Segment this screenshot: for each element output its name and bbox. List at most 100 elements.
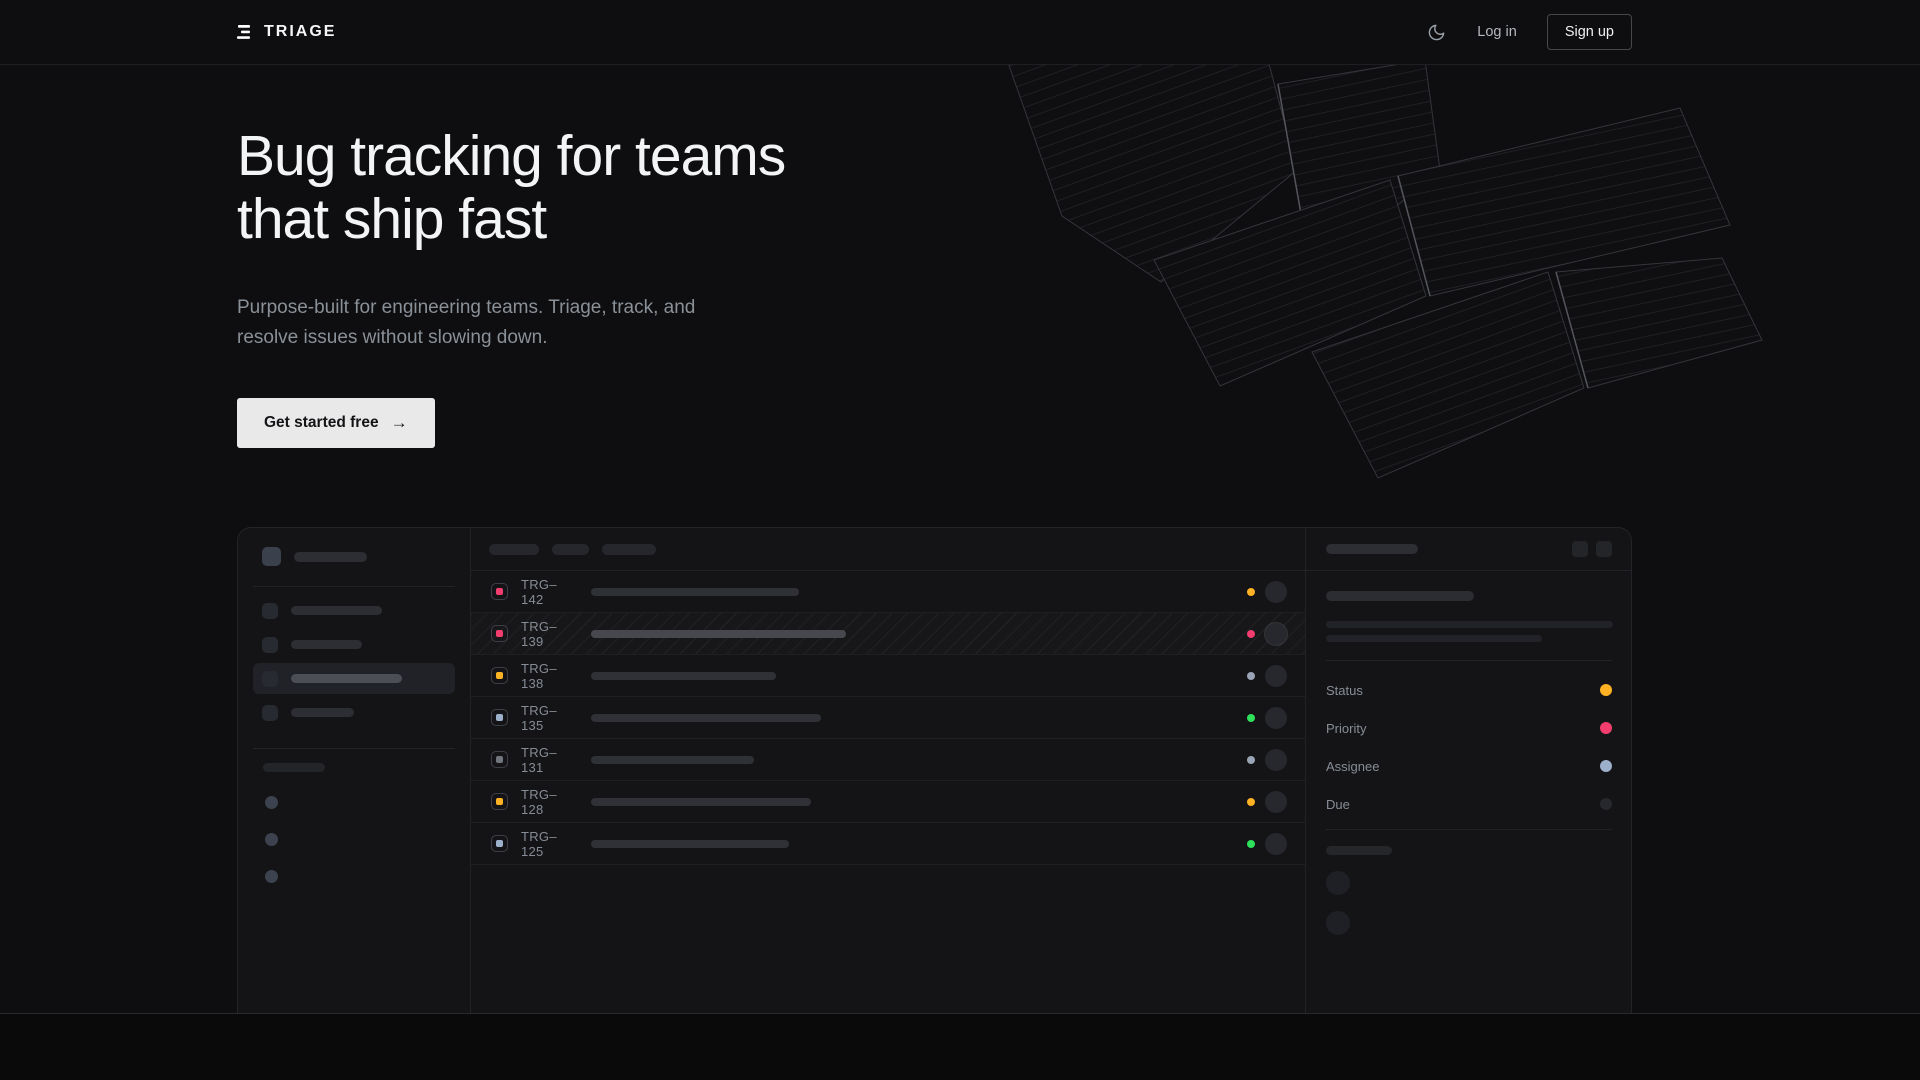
field-value-dot [1600,760,1612,772]
footer-section [0,1013,1920,1080]
issue-id: TRG–125 [521,828,557,859]
issue-id: TRG–138 [521,660,557,691]
assignee-avatar [1265,832,1287,855]
detail-title-skeleton [1326,591,1474,601]
issue-row: TRG–135 [471,697,1305,739]
issue-row: TRG–138 [471,655,1305,697]
sidebar-item-skeleton [253,595,455,626]
hero-subtitle: Purpose-built for engineering teams. Tri… [237,297,696,348]
login-link[interactable]: Log in [1477,24,1517,40]
issue-title-skeleton [591,839,789,848]
divider [1326,660,1612,661]
detail-action-icon [1596,541,1612,557]
detail-description-skeleton [1326,635,1542,642]
detail-description-skeleton [1326,621,1613,628]
detail-field-row: Status [1326,671,1612,709]
issue-row: TRG–128 [471,781,1305,823]
issue-type-icon [491,835,508,852]
activity-label-skeleton [1326,846,1392,855]
top-nav: TRIAGE Log in Sign up [0,0,1920,65]
issue-id: TRG–128 [521,786,557,817]
issue-title-skeleton [591,629,846,638]
field-value-dot [1600,798,1612,810]
status-dot [1247,713,1255,722]
issue-title-skeleton [591,713,821,722]
status-dot [1247,755,1255,764]
brand-logo: TRIAGE [237,23,336,41]
workspace-icon [262,547,281,566]
detail-action-icon [1572,541,1588,557]
brand-name: TRIAGE [264,23,337,40]
arrow-right-icon: → [390,413,408,432]
detail-fields: Status Priority Assignee Due [1326,671,1612,823]
field-label: Priority [1326,720,1367,736]
filter-pill-skeleton [552,543,589,555]
issue-title-skeleton [591,797,811,806]
assignee-avatar [1265,622,1287,645]
issue-title-skeleton [591,587,799,596]
issue-id: TRG–139 [521,618,557,649]
issue-row: TRG–125 [471,823,1305,865]
issue-row: TRG–131 [471,739,1305,781]
issue-detail-panel: Status Priority Assignee Due [1306,528,1631,1013]
sidebar-nav-skeleton [238,595,470,728]
status-dot [1247,629,1255,638]
issue-id: TRG–131 [521,744,557,775]
divider [253,586,455,587]
detail-breadcrumb-skeleton [1326,544,1418,554]
issue-row: TRG–142 [471,571,1305,613]
nav-icon [262,704,278,721]
preview-sidebar [238,528,471,1013]
section-label-skeleton [263,763,325,772]
get-started-button[interactable]: Get started free → [237,398,435,448]
comment-avatar-skeleton [1326,911,1350,935]
divider [253,748,455,749]
signup-button[interactable]: Sign up [1546,14,1632,50]
sidebar-item-skeleton [253,629,455,660]
status-dot [1247,671,1255,680]
workspace-name-skeleton [294,551,367,562]
issue-title-skeleton [591,755,754,764]
issue-rows: TRG–142 TRG–139 TRG–138 TRG–1 [471,571,1305,865]
issue-type-icon [491,667,508,684]
issue-type-icon [491,625,508,642]
theme-toggle-button[interactable] [1427,22,1447,42]
assignee-avatar [1265,790,1287,813]
detail-field-row: Priority [1326,709,1612,747]
sidebar-item-skeleton [253,697,455,728]
assignee-avatar [1265,664,1287,687]
detail-field-row: Due [1326,785,1612,823]
status-dot [1247,797,1255,806]
moon-icon [1428,24,1445,40]
member-dot [265,796,278,809]
filter-pill-skeleton [489,543,539,555]
status-dot [1247,587,1255,596]
issue-list-panel: TRG–142 TRG–139 TRG–138 TRG–1 [471,528,1306,1013]
field-value-dot [1600,722,1612,734]
divider [1326,829,1612,830]
filter-pill-skeleton [602,543,656,555]
issue-type-icon [491,709,508,726]
issue-id: TRG–135 [521,702,557,733]
nav-icon [262,602,278,619]
issue-type-icon [491,793,508,810]
field-label: Assignee [1326,758,1380,774]
status-dot [1247,839,1255,848]
list-filter-bar [471,528,1305,571]
assignee-avatar [1265,580,1287,603]
triage-logo-icon [237,24,250,39]
comment-avatar-skeleton [1326,871,1350,895]
issue-type-icon [491,583,508,600]
assignee-avatar [1265,706,1287,729]
issue-row: TRG–139 [471,613,1305,655]
app-preview-card: TRG–142 TRG–139 TRG–138 TRG–1 [237,527,1632,1013]
member-dot [265,833,278,846]
field-label: Due [1326,796,1350,812]
nav-icon [262,670,278,687]
member-dot [265,870,278,883]
sidebar-item-skeleton-active [253,663,455,694]
nav-icon [262,636,278,653]
issue-id: TRG–142 [521,576,557,607]
